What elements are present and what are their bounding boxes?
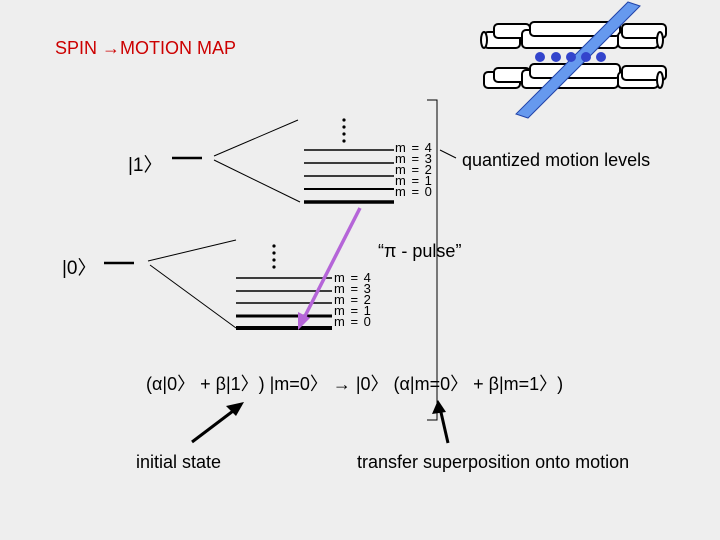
ket-1-label: |1〉 <box>128 155 163 176</box>
transfer-arrowhead <box>432 400 446 414</box>
upper-dots <box>342 118 346 143</box>
fan-line-lower-bottom <box>149 264 237 329</box>
upper-motion-levels <box>304 149 394 204</box>
upper-level-label: m = 0 <box>395 184 433 199</box>
lower-motion-levels <box>236 277 332 330</box>
pi-pulse-label: “π - pulse” <box>378 241 462 261</box>
fan-line-upper-top <box>213 119 299 157</box>
transfer-arrow <box>438 407 450 444</box>
fan-line-upper-bottom <box>213 159 301 203</box>
upper-level-label: m = 2 <box>395 162 433 177</box>
lower-level-label: m = 1 <box>334 303 372 318</box>
page-title: SPIN →MOTION MAP <box>55 38 237 58</box>
state-transfer-equation: (α|0〉 + β|1〉) |m=0〉 → |0〉 (α|m=0〉 + β|m=… <box>146 374 564 394</box>
lower-level-label: m = 4 <box>334 270 372 285</box>
levels-bracket <box>427 99 438 421</box>
quantized-leader <box>439 149 457 159</box>
initial-state-arrow <box>191 406 238 444</box>
upper-motion-level-labels: m = 4 m = 3 m = 2 m = 1 m = 0 <box>395 140 433 199</box>
upper-level-label: m = 1 <box>395 173 433 188</box>
upper-level-label: m = 4 <box>395 140 433 155</box>
ion-chain <box>535 52 606 62</box>
initial-state-label: initial state <box>136 452 222 472</box>
lower-level-label: m = 3 <box>334 281 372 296</box>
initial-state-arrowhead <box>226 402 244 416</box>
transfer-label: transfer superposition onto motion <box>357 452 630 472</box>
lower-motion-level-labels: m = 4 m = 3 m = 2 m = 1 m = 0 <box>334 270 372 329</box>
laser-beam <box>515 1 641 119</box>
upper-level-label: m = 3 <box>395 151 433 166</box>
fan-line-lower-top <box>147 239 237 262</box>
lower-dots <box>272 244 276 269</box>
quantized-levels-label: quantized motion levels <box>462 150 651 170</box>
lower-level-label: m = 0 <box>334 314 372 329</box>
pi-pulse-arrow <box>302 207 362 319</box>
lower-level-label: m = 2 <box>334 292 372 307</box>
pi-pulse-arrowhead <box>298 312 310 330</box>
ket-0-label: |0〉 <box>62 258 97 279</box>
